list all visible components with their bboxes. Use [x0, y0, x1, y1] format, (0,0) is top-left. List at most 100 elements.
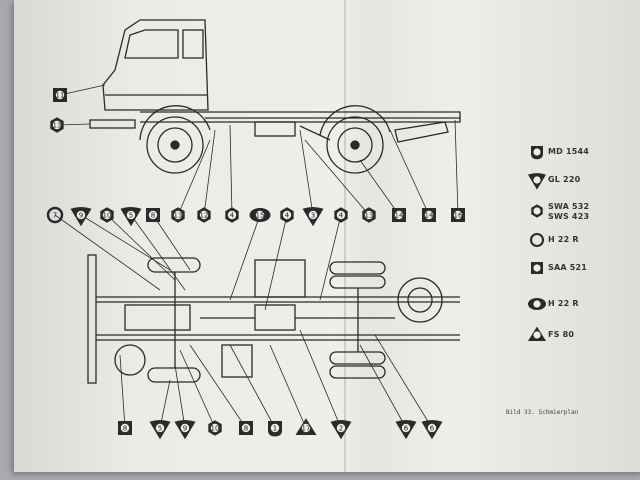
- lubricant-code: SWA 532: [548, 202, 590, 211]
- marker-number: 4: [339, 212, 344, 220]
- marker-number: 9: [79, 212, 83, 220]
- page-fold: [344, 0, 346, 472]
- marker-hexagon: 4: [334, 207, 348, 223]
- legend-symbol: [528, 326, 546, 341]
- legend-symbol: [531, 262, 543, 274]
- leader-line: [359, 344, 407, 429]
- lubricant-code: H 22 R: [548, 299, 579, 308]
- marker-group: 11 13 7 9 10 5 8 13 12 4 15 4 3 4 13 14 14 16 8 5 9 10 8 1 17 2 6 6: [46, 88, 465, 440]
- marker-hexagon: 10: [100, 207, 114, 223]
- legend-item-label: H 22 R: [548, 235, 579, 245]
- marker-number: 14: [395, 212, 404, 220]
- marker-hexagon: 13: [171, 207, 185, 223]
- marker-hexagon: 4: [225, 207, 239, 223]
- marker-triangle-down: 5: [149, 419, 171, 440]
- truck-side-view: [89, 19, 461, 174]
- chassis-plan-view: [87, 254, 460, 384]
- lubricant-code: SAA 521: [548, 263, 588, 272]
- marker-triangle-down: 6: [395, 419, 417, 440]
- leader-line: [130, 214, 186, 291]
- marker-number: 15: [256, 212, 265, 220]
- lubricant-code: H 22 R: [548, 235, 579, 244]
- leader-line: [54, 214, 161, 291]
- leader-line: [229, 124, 233, 216]
- marker-number: 12: [200, 212, 209, 220]
- marker-number: 17: [302, 425, 311, 433]
- marker-number: 3: [311, 212, 315, 220]
- marker-number: 1: [273, 425, 277, 433]
- marker-square: 14: [392, 208, 406, 222]
- marker-square: 16: [451, 208, 465, 222]
- marker-number: 13: [53, 122, 62, 130]
- leader-line: [299, 129, 314, 216]
- lubricant-code: MD 1544: [548, 147, 590, 156]
- marker-number: 5: [158, 425, 162, 433]
- leader-line: [299, 329, 342, 429]
- lubricant-code: SWS 423: [548, 212, 590, 221]
- marker-number: 7: [53, 212, 57, 220]
- figure-caption: Bild 33. Schmierplan: [506, 409, 579, 416]
- marker-triangle-down: 3: [302, 206, 324, 227]
- legend-symbol: [529, 232, 545, 248]
- marker-oval: 15: [249, 208, 271, 222]
- marker-square: 8: [118, 421, 132, 435]
- marker-number: 9: [183, 425, 187, 433]
- marker-number: 6: [404, 425, 409, 433]
- leader-line: [59, 84, 106, 96]
- leader-line: [304, 139, 370, 216]
- legend-item-label: H 22 R: [548, 299, 579, 309]
- legend-symbol: [528, 173, 546, 190]
- marker-number: 8: [151, 212, 155, 220]
- legend-symbol: [528, 298, 546, 310]
- marker-number: 13: [365, 212, 374, 220]
- leader-line: [177, 139, 211, 216]
- marker-number: 11: [56, 92, 65, 100]
- marker-hexagon: 13: [362, 207, 376, 223]
- marker-triangle-down: 9: [174, 419, 196, 440]
- marker-number: 8: [244, 425, 248, 433]
- leader-line: [389, 129, 430, 216]
- marker-triangle-down: 9: [70, 206, 92, 227]
- leader-line: [203, 129, 216, 216]
- marker-number: 5: [129, 212, 133, 220]
- marker-hexagon: 13: [50, 117, 64, 133]
- marker-hexagon: 10: [208, 420, 222, 436]
- marker-number: 8: [123, 425, 127, 433]
- legend-item-label: SAA 521: [548, 263, 587, 273]
- leader-line: [229, 214, 261, 301]
- marker-triangle-down: 6: [421, 419, 443, 440]
- legend-item-label: FS 80: [548, 330, 574, 340]
- leader-line: [454, 119, 459, 216]
- legend-icons: [528, 146, 546, 341]
- legend-symbol: [531, 204, 543, 218]
- lubricant-code: GL 220: [548, 175, 581, 184]
- marker-triangle-up: 17: [295, 418, 317, 435]
- marker-square: 11: [53, 88, 67, 102]
- marker-number: 4: [230, 212, 235, 220]
- marker-number: 6: [430, 425, 435, 433]
- marker-number: 16: [454, 212, 463, 220]
- marker-number: 13: [174, 212, 183, 220]
- marker-number: 2: [339, 425, 343, 433]
- leader-line: [106, 214, 176, 281]
- leader-line: [80, 214, 171, 271]
- legend-item-label: GL 220: [548, 175, 580, 185]
- marker-hexagon: 12: [197, 207, 211, 223]
- marker-number: 14: [425, 212, 434, 220]
- lubricant-code: FS 80: [548, 330, 575, 339]
- marker-triangle-down: 2: [330, 419, 352, 440]
- marker-square: 8: [239, 421, 253, 435]
- marker-square: 14: [422, 208, 436, 222]
- document-page: [14, 0, 640, 472]
- marker-triangle-down: 5: [120, 206, 142, 227]
- marker-circle: 7: [46, 206, 64, 224]
- marker-number: 10: [103, 212, 112, 220]
- leader-line: [359, 159, 400, 216]
- leader-line: [179, 349, 216, 429]
- leader-line: [152, 214, 191, 271]
- marker-square: 8: [146, 208, 160, 222]
- marker-hexagon: 4: [280, 207, 294, 223]
- leader-line: [119, 354, 126, 429]
